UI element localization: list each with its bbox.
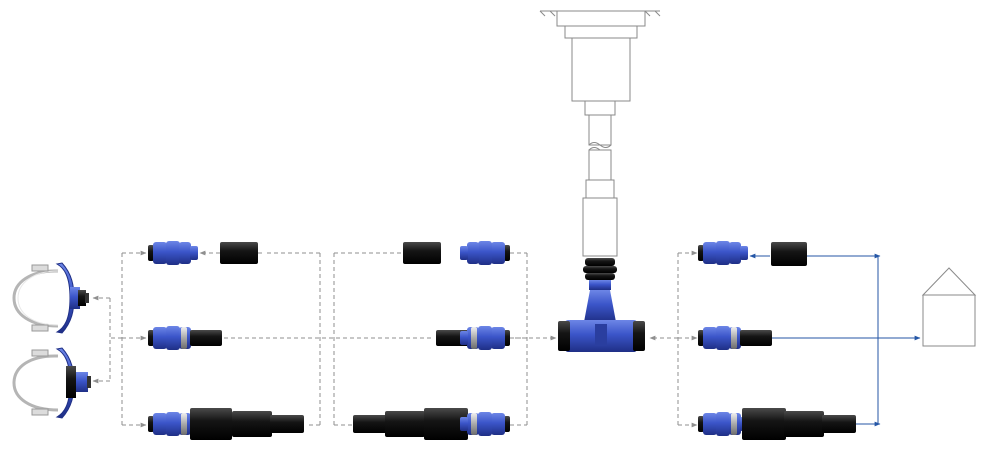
pipe-segment-icon [232,411,272,437]
tee-fitting-icon [558,258,645,352]
compression-coupling-icon [460,241,510,265]
pipe-segment-icon [385,411,425,437]
blue-flow-lines [749,253,921,427]
pipe-segment-icon [784,411,824,437]
pipe-segment-icon [740,330,772,346]
component-layer [148,241,856,440]
pipe-segment-icon [822,415,856,433]
pipe-segment-icon [190,408,232,440]
pipe-segment-icon [742,408,786,440]
compression-coupling-icon [460,412,510,436]
pipe-segment-icon [403,242,441,264]
house-icon [921,267,977,347]
saddle-clamp-icon [12,262,89,334]
pipe-segment-icon [270,415,304,433]
water-meter-riser-icon [539,10,661,257]
compression-coupling-icon [148,241,198,265]
compression-coupling-icon [698,241,748,265]
pipe-segment-icon [190,330,222,346]
pipe-segment-icon [353,415,387,433]
saddle-clamp-icon [12,347,91,419]
pipe-segment-icon [424,408,468,440]
compression-coupling-icon [698,412,748,436]
pipe-segment-icon [771,242,807,266]
pipe-segment-icon [220,242,258,264]
compression-coupling-icon [460,326,510,350]
